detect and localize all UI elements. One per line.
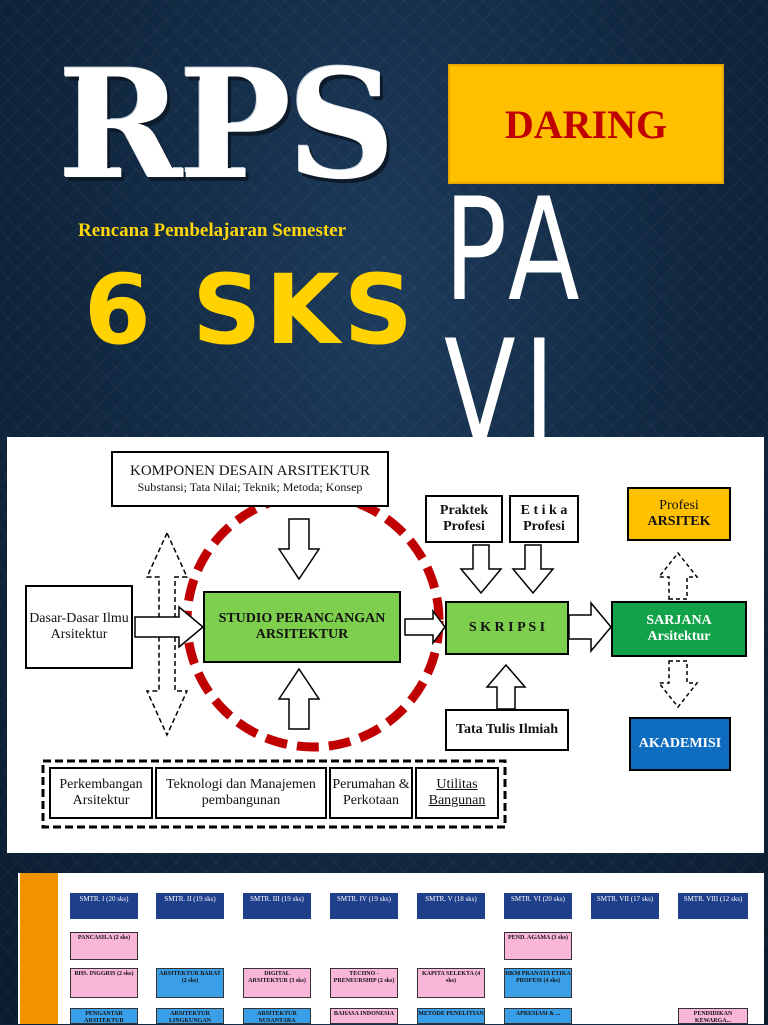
arrow-down-komponen	[277, 518, 321, 581]
skripsi-box: S K R I P S I	[445, 601, 569, 655]
semester-6: SMTR. VI (20 sks)	[504, 893, 572, 919]
orange-side-bar	[20, 873, 58, 1024]
praktek-label: Praktek Profesi	[439, 503, 489, 534]
course-pengantar: PENGANTAR ARSITEKTUR	[70, 1008, 138, 1024]
profesi-box: Profesi ARSITEK	[627, 487, 731, 541]
arrow-right-studio	[404, 608, 446, 646]
mode-label: DARING	[504, 101, 668, 147]
akademisi-label: AKADEMISI	[638, 736, 722, 751]
course-ars-barat: ARSITEKTUR BARAT (2 sks)	[156, 968, 224, 998]
arrow-down-praktek	[459, 544, 503, 595]
arrow-up-profesi	[657, 551, 699, 600]
komponen-box: KOMPONEN DESAIN ARSITEKTUR Substansi; Ta…	[111, 451, 389, 507]
arrow-down-akademisi	[657, 660, 699, 709]
semester-4: SMTR. IV (19 sks)	[330, 893, 398, 919]
dasar-box: Dasar-Dasar Ilmu Arsitektur	[25, 585, 133, 669]
course-pancasila: PANCASILA (2 sks)	[70, 932, 138, 960]
semester-7: SMTR. VII (17 sks)	[591, 893, 659, 919]
tatatulis-label: Tata Tulis Ilmiah	[455, 722, 559, 737]
etika-box: E t i k a Profesi	[509, 495, 579, 543]
utilitas-box: Utilitas Bangunan	[415, 767, 499, 819]
course-apresiasi: APRESIASI & ...	[504, 1008, 572, 1024]
perumahan-label: Perumahan & Perkotaan	[332, 777, 410, 808]
etika-label: E t i k a Profesi	[520, 503, 568, 534]
mode-badge: DARING	[448, 64, 724, 184]
credits-label: 6 SKS	[84, 254, 417, 366]
bottom-group-border	[41, 759, 507, 829]
teknologi-label: Teknologi dan Manajemen pembangunan	[166, 777, 316, 808]
dasar-label: Dasar-Dasar Ilmu Arsitektur	[29, 611, 129, 642]
semester-2: SMTR. II (19 sks)	[156, 893, 224, 919]
perkembangan-label: Perkembangan Arsitektur	[59, 777, 143, 808]
tatatulis-box: Tata Tulis Ilmiah	[445, 709, 569, 751]
semester-1: SMTR. I (20 sks)	[70, 893, 138, 919]
studio-box: STUDIO PERANCANGAN ARSITEKTUR	[203, 591, 401, 663]
skripsi-label: S K R I P S I	[468, 620, 546, 635]
perumahan-box: Perumahan & Perkotaan	[329, 767, 413, 819]
course-kapita: KAPITA SELEKTA (4 sks)	[417, 968, 485, 998]
arrow-up-studio	[277, 667, 321, 730]
studio-label: STUDIO PERANCANGAN ARSITEKTUR	[218, 611, 386, 642]
sarjana-box: SARJANA Arsitektur	[611, 601, 747, 657]
komponen-sub: Substansi; Tata Nilai; Teknik; Metoda; K…	[137, 480, 363, 494]
komponen-title: KOMPONEN DESAIN ARSITEKTUR	[129, 463, 370, 479]
course-bahasa: BAHASA INDONESIA	[330, 1008, 398, 1024]
teknologi-box: Teknologi dan Manajemen pembangunan	[155, 767, 327, 819]
course-ars-digital: DIGITAL ARSITEKTUR (3 sks)	[243, 968, 311, 998]
rps-logo: RPS	[58, 37, 396, 213]
course-title: PA VI	[444, 168, 588, 475]
arrow-right-dasar	[134, 605, 205, 649]
course-pendidikan: PENDIDIKAN KEWARGA...	[678, 1008, 748, 1024]
sarjana-bottom: Arsitektur	[647, 629, 711, 644]
course-hkm: HKM PRANATA ETIKA PROFESI (4 sks)	[504, 968, 572, 998]
profesi-bottom: ARSITEK	[647, 514, 711, 529]
course-techno: TECHNO - PRENEURSHIP (2 sks)	[330, 968, 398, 998]
arrow-down-etika	[511, 544, 555, 595]
praktek-box: Praktek Profesi	[425, 495, 503, 543]
profesi-top: Profesi	[659, 498, 699, 513]
arrow-up-tatatulis	[485, 663, 527, 710]
course-ars-nusantara: ARSITEKTUR NUSANTARA	[243, 1008, 311, 1024]
perkembangan-box: Perkembangan Arsitektur	[49, 767, 153, 819]
utilitas-label: Utilitas Bangunan	[428, 777, 486, 808]
course-ars-lingkungan: ARSITEKTUR LINGKUNGAN	[156, 1008, 224, 1024]
akademisi-box: AKADEMISI	[629, 717, 731, 771]
course-pend-agama: PEND. AGAMA (3 sks)	[504, 932, 572, 960]
course-bhs-inggris: BHS. INGGRIS (2 sks)	[70, 968, 138, 998]
course-metode: METODE PENELITIAN	[417, 1008, 485, 1024]
semester-8: SMTR. VIII (12 sks)	[678, 893, 748, 919]
semester-5: SMTR. V (18 sks)	[417, 893, 485, 919]
subtitle: Rencana Pembelajaran Semester	[78, 220, 347, 241]
arrow-right-skripsi	[568, 600, 612, 654]
sarjana-top: SARJANA	[646, 613, 712, 628]
semester-3: SMTR. III (19 sks)	[243, 893, 311, 919]
curriculum-diagram: KOMPONEN DESAIN ARSITEKTUR Substansi; Ta…	[7, 437, 764, 853]
